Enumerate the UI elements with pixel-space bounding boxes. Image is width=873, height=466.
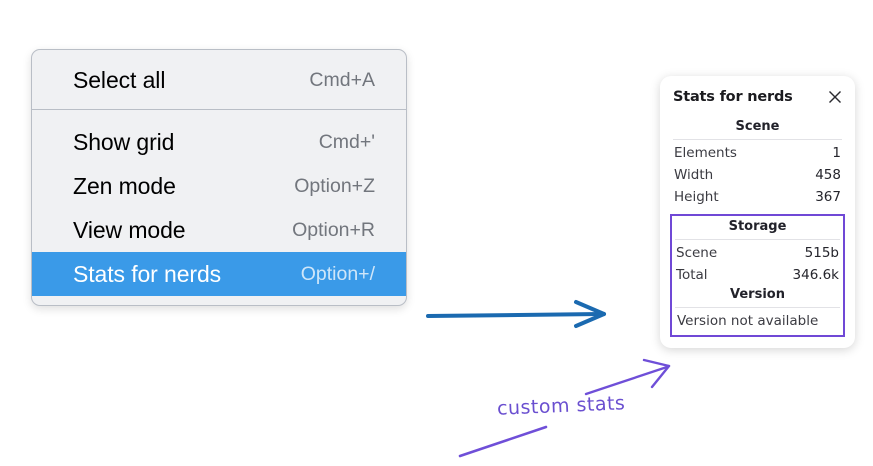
stats-panel-header: Stats for nerds (670, 88, 845, 105)
menu-item-shortcut: Option+R (292, 218, 375, 241)
menu-item-label: Stats for nerds (73, 260, 222, 287)
stats-panel-title: Stats for nerds (673, 88, 793, 105)
menu-item-select-all[interactable]: Select all Cmd+A (32, 58, 406, 102)
menu-item-label: Zen mode (73, 172, 176, 199)
custom-stats-highlight-box: Storage Scene 515b Total 346.6k Version … (670, 214, 845, 337)
stats-row-height: Height 367 (670, 186, 845, 208)
stats-row-width: Width 458 (670, 164, 845, 186)
annotation-label-custom-stats: custom stats (496, 392, 626, 420)
section-title-version: Version (730, 287, 785, 302)
stats-for-nerds-panel[interactable]: Stats for nerds Scene Elements 1 Width 4… (660, 76, 855, 348)
blue-arrow-icon (426, 300, 606, 328)
stats-row-label: Height (674, 189, 719, 205)
stats-row-value: 367 (815, 189, 841, 205)
stats-row-elements: Elements 1 (670, 142, 845, 164)
stats-row-value: 1 (832, 145, 841, 161)
section-title-scene: Scene (735, 119, 780, 134)
stats-section-version: Version Version not available (672, 286, 843, 331)
version-not-available-text: Version not available (677, 313, 819, 329)
menu-item-zen-mode[interactable]: Zen mode Option+Z (32, 164, 406, 208)
section-divider (673, 139, 842, 140)
menu-item-view-mode[interactable]: View mode Option+R (32, 208, 406, 252)
menu-group-view: Show grid Cmd+' Zen mode Option+Z View m… (32, 110, 406, 296)
section-divider (675, 307, 840, 308)
menu-item-shortcut: Cmd+' (318, 130, 375, 153)
stats-row-storage-total: Total 346.6k (672, 264, 843, 286)
menu-item-shortcut: Option+Z (294, 174, 375, 197)
close-icon[interactable] (826, 88, 843, 105)
stats-row-storage-scene: Scene 515b (672, 242, 843, 264)
stats-row-value: 515b (804, 245, 839, 261)
stats-row-label: Total (676, 267, 708, 283)
menu-item-label: View mode (73, 216, 186, 243)
purple-underline-stroke (458, 425, 548, 458)
menu-item-label: Show grid (73, 128, 175, 155)
menu-item-stats-for-nerds[interactable]: Stats for nerds Option+/ (32, 252, 406, 296)
section-title-storage: Storage (728, 219, 787, 234)
stats-row-label: Width (674, 167, 714, 183)
stats-section-scene: Scene Elements 1 Width 458 Height 367 (670, 118, 845, 208)
menu-item-show-grid[interactable]: Show grid Cmd+' (32, 120, 406, 164)
stats-row-value: 346.6k (792, 267, 839, 283)
menu-group-primary: Select all Cmd+A (32, 50, 406, 110)
stats-section-storage: Storage Scene 515b Total 346.6k (672, 218, 843, 286)
stats-row-value: 458 (815, 167, 841, 183)
menu-item-shortcut: Cmd+A (309, 68, 375, 91)
purple-arrow-icon (584, 358, 671, 396)
context-menu[interactable]: Select all Cmd+A Show grid Cmd+' Zen mod… (31, 49, 407, 306)
menu-item-label: Select all (73, 66, 166, 93)
menu-item-shortcut: Option+/ (300, 262, 375, 285)
section-divider (675, 239, 840, 240)
stats-row-label: Elements (674, 145, 737, 161)
stats-row-label: Scene (676, 245, 718, 261)
